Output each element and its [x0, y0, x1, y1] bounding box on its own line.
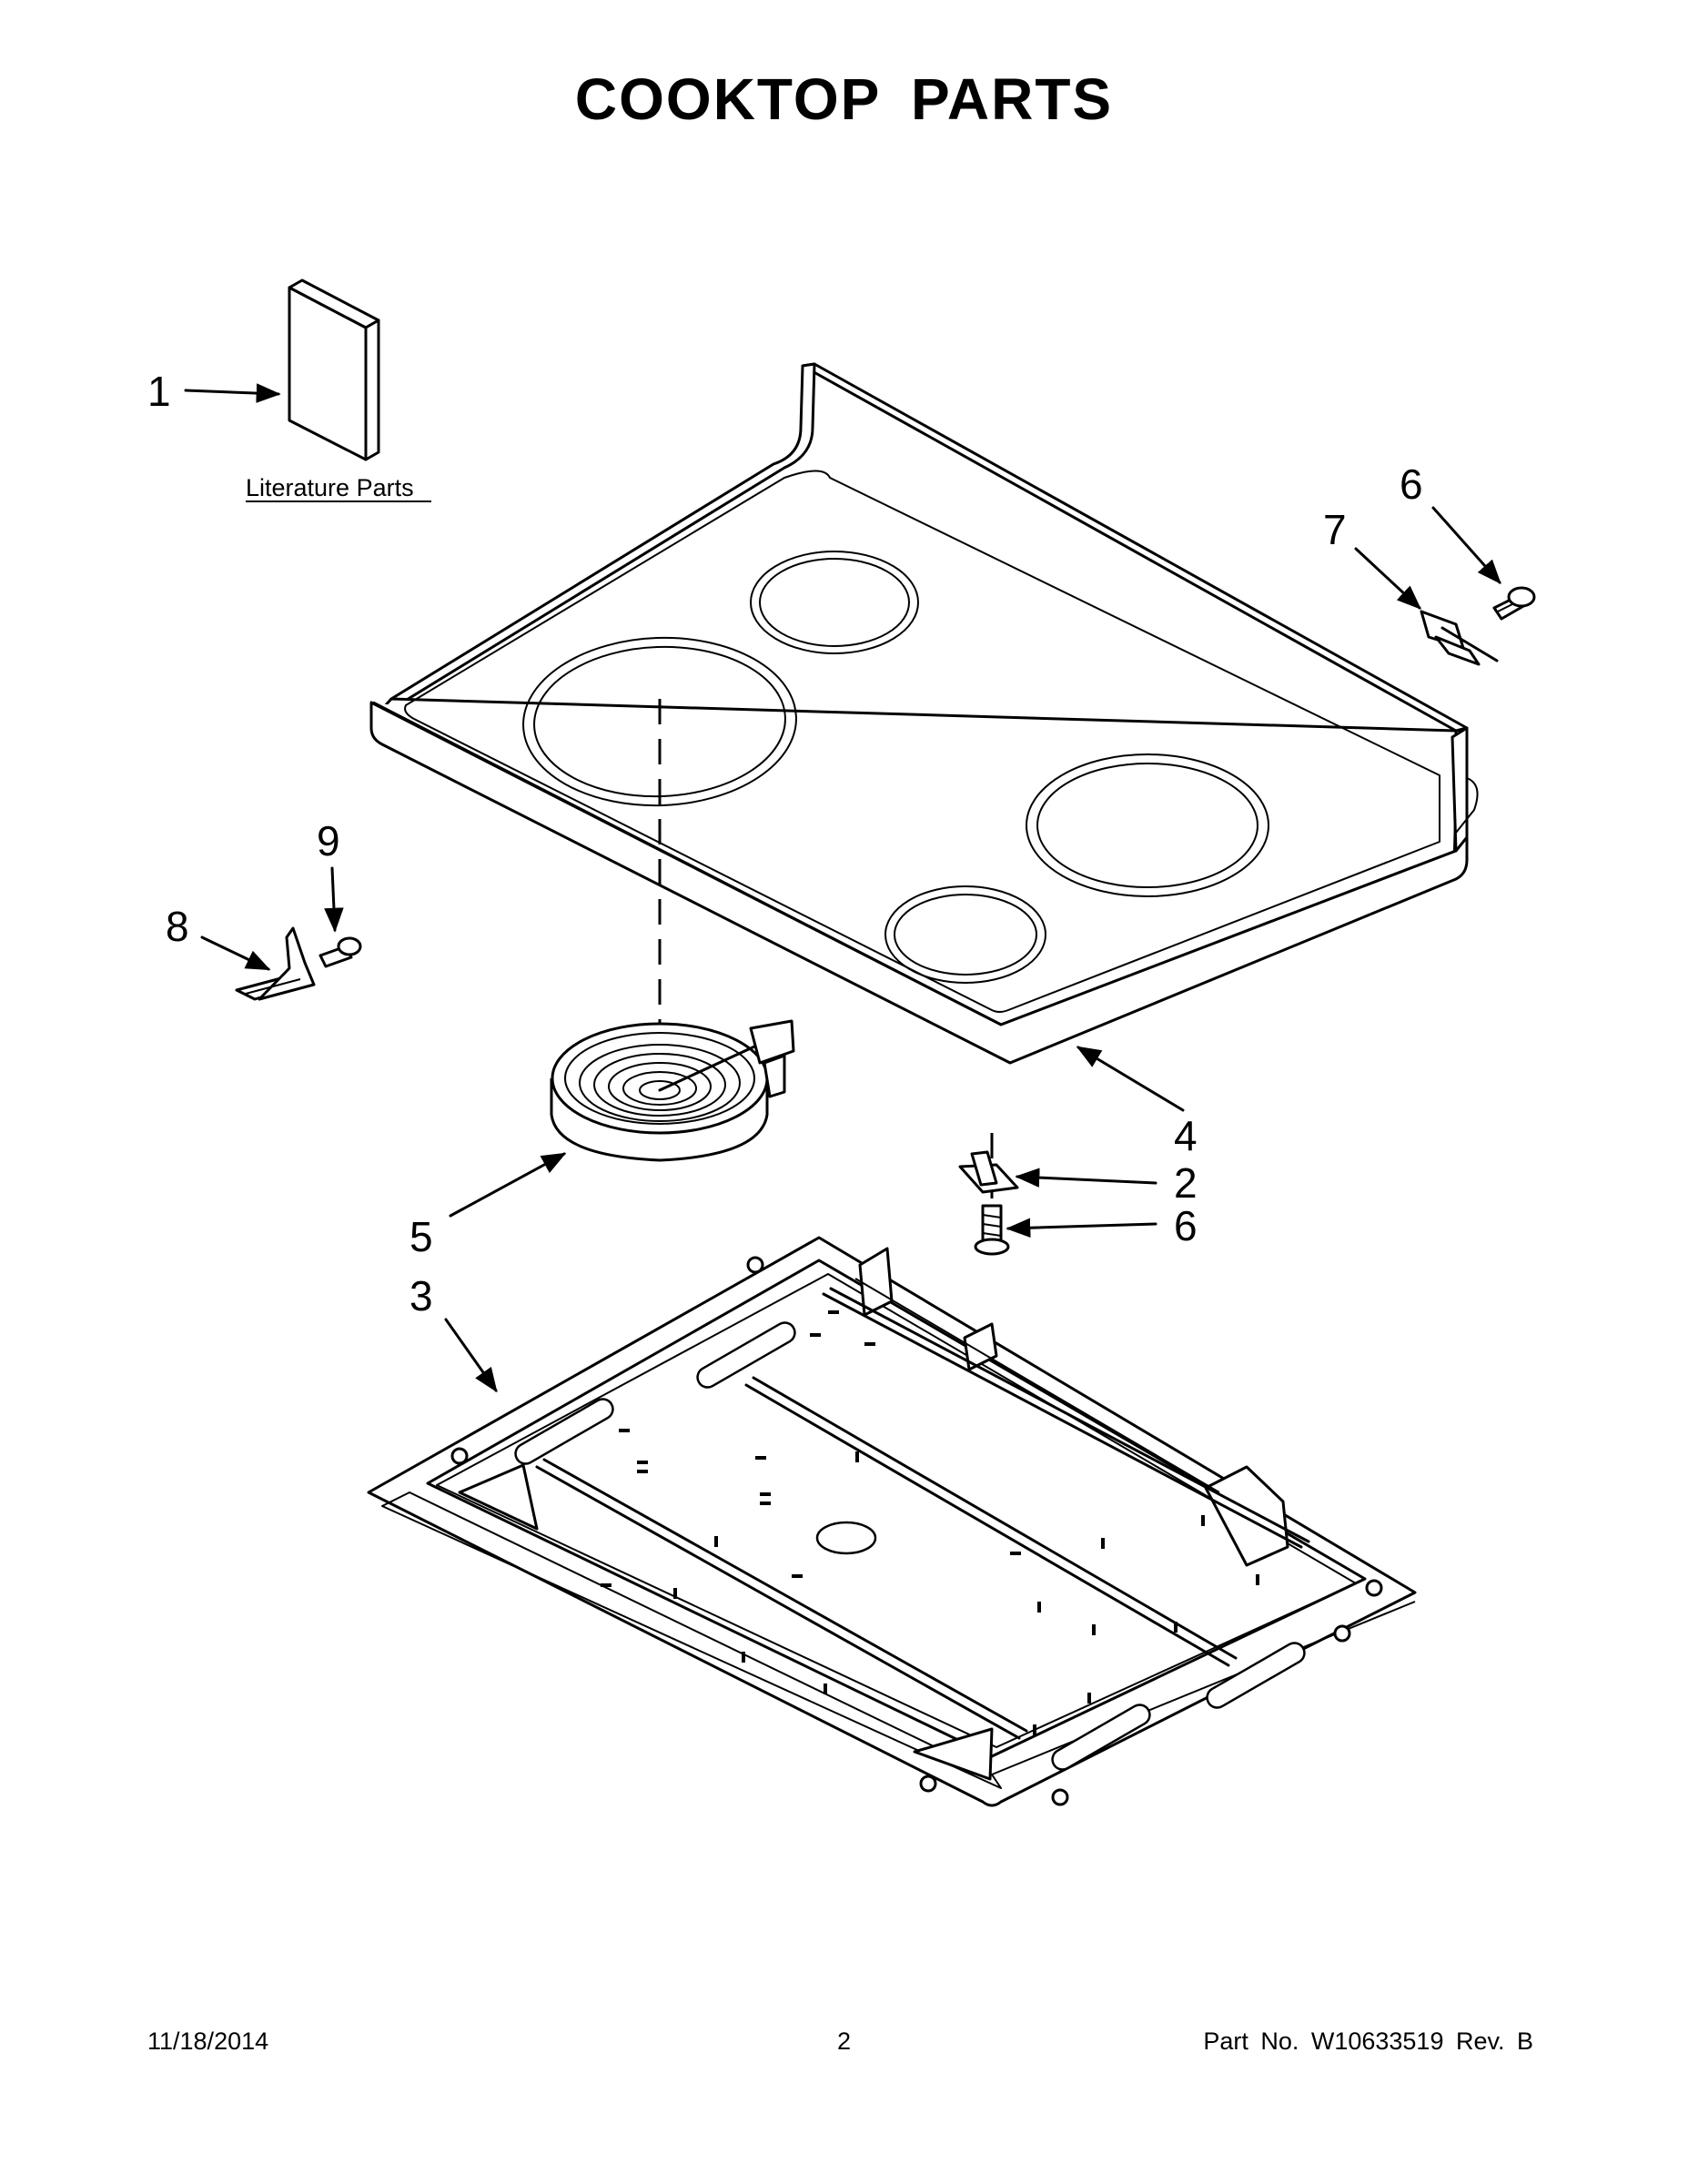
callout-arrow-9	[324, 866, 344, 933]
callout-label-8: 8	[166, 903, 189, 950]
callout-arrow-3	[444, 1318, 498, 1393]
callout-arrow-6-top	[1431, 506, 1501, 585]
callout-label-1: 1	[147, 368, 171, 415]
literature-parts-label: Literature Parts	[246, 474, 414, 501]
callout-label-6-center: 6	[1174, 1202, 1198, 1249]
callout-arrow-8	[200, 935, 271, 971]
literature-booklet	[288, 278, 380, 461]
callout-label-3: 3	[409, 1272, 433, 1320]
footer-date: 11/18/2014	[147, 2027, 269, 2055]
callout-arrow-5	[449, 1152, 567, 1218]
callout-arrow-7	[1354, 547, 1421, 610]
callout-arrow-6-center	[1006, 1218, 1157, 1239]
callout-label-9: 9	[317, 817, 340, 864]
callout-arrow-4	[1076, 1046, 1185, 1112]
cooktop-main-top	[369, 362, 1479, 1065]
hinge-bracket	[235, 926, 316, 1001]
burner-box-pan	[367, 1236, 1417, 1807]
callout-label-5: 5	[409, 1213, 433, 1260]
rear-bracket	[1420, 610, 1499, 666]
callout-arrow-1	[184, 383, 281, 403]
page-title: COOKTOP PARTS	[574, 66, 1114, 132]
callout-label-4: 4	[1174, 1112, 1198, 1159]
callout-arrow-2	[1015, 1168, 1157, 1188]
callout-label-2: 2	[1174, 1159, 1198, 1207]
footer-part-number: Part No. W10633519 Rev. B	[1203, 2027, 1533, 2055]
rear-screw	[1492, 586, 1536, 621]
radiant-surface-element	[550, 1019, 795, 1162]
center-screw	[974, 1204, 1010, 1256]
cooktop-clip	[958, 1150, 1019, 1194]
footer-page-number: 2	[836, 2027, 852, 2055]
callout-label-7: 7	[1323, 506, 1347, 553]
callout-label-6-top: 6	[1400, 460, 1423, 508]
hinge-screw	[318, 936, 362, 968]
